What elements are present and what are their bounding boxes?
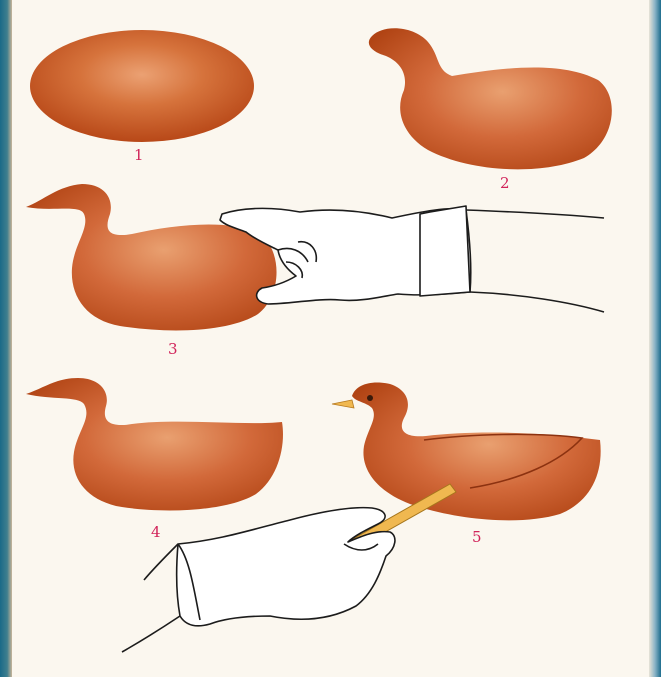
- step-number-1: 1: [134, 146, 144, 164]
- step-5-clay-duck: [332, 383, 601, 521]
- step-number-4: 4: [151, 523, 161, 541]
- hand-icon-step-5: [122, 508, 395, 652]
- step-number-2: 2: [500, 174, 510, 192]
- step-1-clay-lump: [30, 30, 254, 142]
- step-2-clay-shape: [369, 28, 612, 169]
- hand-icon-step-3: [220, 206, 604, 312]
- eye-icon: [367, 395, 373, 401]
- step-4-clay-duck: [26, 378, 283, 510]
- step-number-3: 3: [168, 340, 178, 358]
- beak-icon: [332, 400, 354, 408]
- step-number-5: 5: [472, 528, 482, 546]
- step-3-clay-duck: [26, 184, 277, 330]
